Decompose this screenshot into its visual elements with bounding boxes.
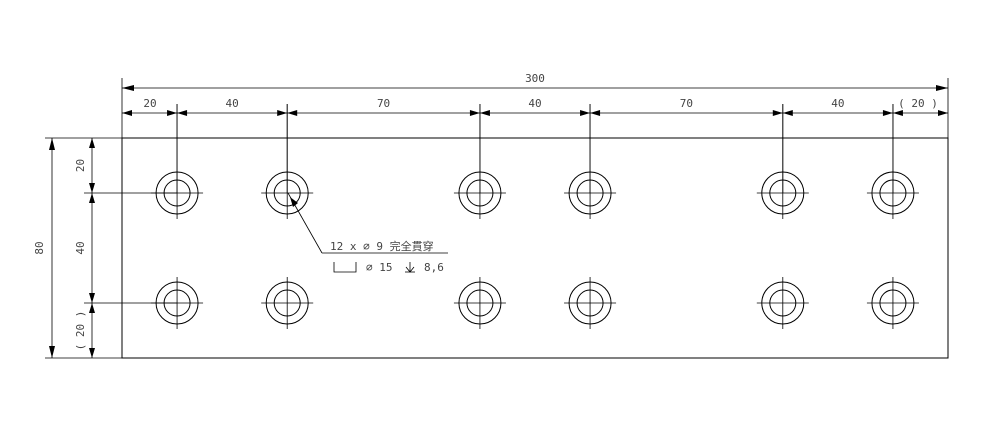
segment-label-2: 70 (377, 97, 390, 110)
overall-height-label: 80 (33, 241, 46, 254)
vertical-segment-arrows (84, 138, 178, 358)
vertical-segment-label-0: 20 (74, 159, 87, 172)
depth-symbol-icon (405, 262, 415, 273)
segment-label-3: 40 (528, 97, 541, 110)
dimension-arrowhead (89, 138, 95, 148)
dimension-arrowhead (772, 110, 783, 116)
segment-label-6: ( 20 ) (898, 97, 938, 110)
dimension-arrowhead (892, 110, 903, 116)
dimension-arrowhead (938, 110, 948, 116)
dimension-arrowhead (277, 110, 288, 116)
dimension-arrowhead (89, 193, 95, 203)
segment-label-5: 40 (831, 97, 844, 110)
segment-labels: 20 40 70 40 70 40 ( 20 ) (143, 97, 938, 110)
dimension-arrowhead (287, 110, 298, 116)
dimension-arrowhead (167, 110, 178, 116)
counterbore-symbol-icon (333, 262, 357, 273)
dimension-arrowhead (89, 183, 95, 193)
leader-arrowhead (290, 197, 298, 207)
plate-outline (121, 137, 949, 359)
dimension-arrowhead (469, 110, 480, 116)
vertical-segment-label-1: 40 (74, 241, 87, 254)
hole-callout: 12 x ⌀ 9 完全貫穿 ⌀ 15 8,6 (287, 192, 448, 274)
overall-height-dimension: 80 (33, 137, 122, 359)
dimension-arrowhead (122, 110, 132, 116)
dimension-arrowhead (882, 110, 893, 116)
dimension-arrowhead (479, 110, 490, 116)
overall-width-label: 300 (525, 72, 545, 85)
holes (155, 171, 915, 325)
callout-depth: 8,6 (424, 261, 444, 274)
callout-through-hole: 12 x ⌀ 9 完全貫穿 (330, 239, 434, 253)
dimension-arrowhead (89, 293, 95, 303)
callout-counterbore: ⌀ 15 (366, 261, 393, 274)
segment-arrows (122, 104, 948, 193)
dimension-arrowhead (89, 303, 95, 313)
segment-label-1: 40 (226, 97, 239, 110)
segment-label-0: 20 (143, 97, 156, 110)
dimension-arrowhead (177, 110, 188, 116)
dimension-arrowhead (89, 348, 95, 358)
hole-center-lines (151, 104, 919, 329)
dimension-arrowhead (782, 110, 793, 116)
overall-width-dimension: 300 (122, 72, 948, 91)
vertical-segment-labels: 20 40 ( 20 ) (74, 159, 87, 351)
segment-label-4: 70 (680, 97, 693, 110)
dimension-arrowhead (590, 110, 601, 116)
dimension-arrowhead (580, 110, 591, 116)
vertical-segment-label-2: ( 20 ) (74, 311, 87, 351)
